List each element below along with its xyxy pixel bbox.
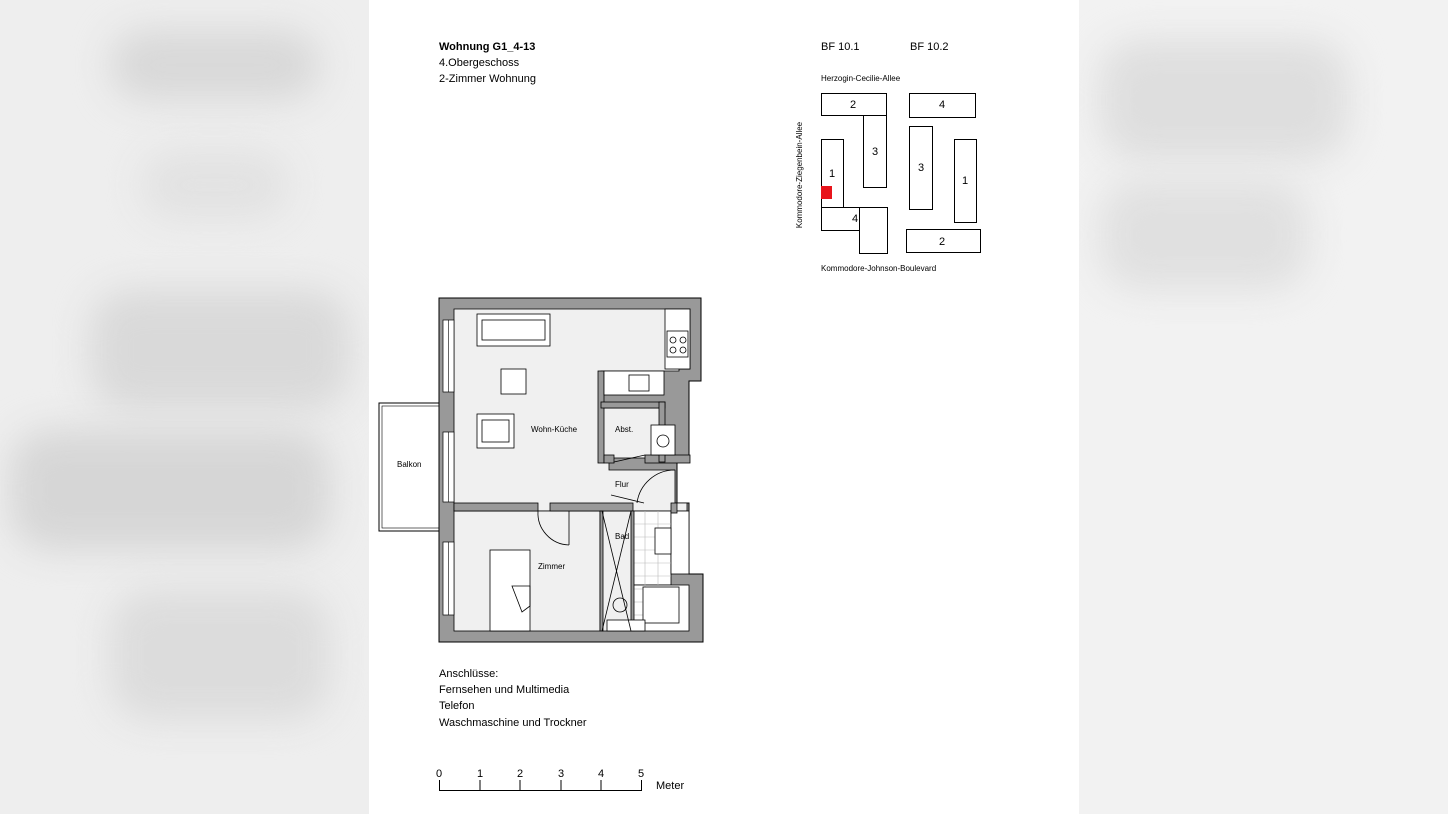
shower bbox=[642, 586, 680, 624]
block-label: 2 bbox=[850, 99, 857, 111]
street-top: Herzogin-Cecilie-Allee bbox=[821, 74, 901, 83]
room-label-wohn-kueche: Wohn-Küche bbox=[531, 425, 578, 434]
apartment-title: Wohnung G1_4-13 bbox=[439, 41, 536, 53]
washing-machine bbox=[650, 424, 676, 456]
block-bf102-1 bbox=[954, 139, 977, 223]
site-plan bbox=[821, 93, 981, 254]
block-bf101-4 bbox=[821, 207, 888, 254]
block-label: 1 bbox=[962, 175, 969, 187]
room-label-balkon: Balkon bbox=[397, 460, 422, 469]
room-label-abst: Abst. bbox=[615, 425, 634, 434]
connections-heading: Anschlüsse: bbox=[439, 668, 499, 680]
block-label: 4 bbox=[852, 213, 859, 225]
scale-tick: 3 bbox=[558, 768, 565, 780]
room-label-flur: Flur bbox=[615, 480, 629, 489]
floor-label: 4.Obergeschoss bbox=[439, 57, 520, 69]
block-label: 3 bbox=[872, 146, 879, 158]
site-label-bf102: BF 10.2 bbox=[910, 41, 949, 53]
connection-item: Waschmaschine und Trockner bbox=[439, 717, 587, 729]
floor-plan bbox=[378, 297, 704, 643]
scale-tick: 4 bbox=[598, 768, 605, 780]
scale-tick: 2 bbox=[517, 768, 524, 780]
block-bf102-2 bbox=[906, 229, 981, 253]
street-bottom: Kommodore-Johnson-Boulevard bbox=[821, 264, 937, 273]
connection-item: Telefon bbox=[439, 700, 475, 712]
block-bf101-3 bbox=[863, 115, 887, 188]
apartment-type: 2-Zimmer Wohnung bbox=[439, 73, 536, 85]
apartment-location-marker bbox=[821, 186, 832, 199]
balcony bbox=[378, 402, 440, 532]
block-bf102-3 bbox=[909, 126, 933, 210]
toilet-cistern bbox=[606, 619, 646, 632]
room-label-zimmer: Zimmer bbox=[538, 562, 566, 571]
room-label-bad: Bad bbox=[615, 532, 630, 541]
scale-unit: Meter bbox=[656, 780, 685, 792]
scale-tick: 0 bbox=[436, 768, 443, 780]
scale-tick: 5 bbox=[638, 768, 645, 780]
block-bf102-4 bbox=[909, 93, 976, 118]
bed bbox=[489, 549, 531, 632]
block-bf101-2 bbox=[821, 93, 887, 116]
site-label-bf101: BF 10.1 bbox=[821, 41, 860, 53]
scale-tick: 1 bbox=[477, 768, 484, 780]
connection-item: Fernsehen und Multimedia bbox=[439, 684, 570, 696]
blurred-background-right bbox=[1079, 0, 1448, 814]
block-label: 2 bbox=[939, 236, 946, 248]
block-label: 4 bbox=[939, 99, 946, 111]
floor-plan-document: Wohnung G1_4-13 4.Obergeschoss 2-Zimmer … bbox=[369, 0, 1079, 814]
table bbox=[500, 368, 527, 395]
blurred-background-left bbox=[0, 0, 369, 814]
block-label: 3 bbox=[918, 162, 925, 174]
scale-bar bbox=[439, 780, 642, 791]
block-label: 1 bbox=[829, 168, 836, 180]
washbasin bbox=[654, 527, 672, 555]
